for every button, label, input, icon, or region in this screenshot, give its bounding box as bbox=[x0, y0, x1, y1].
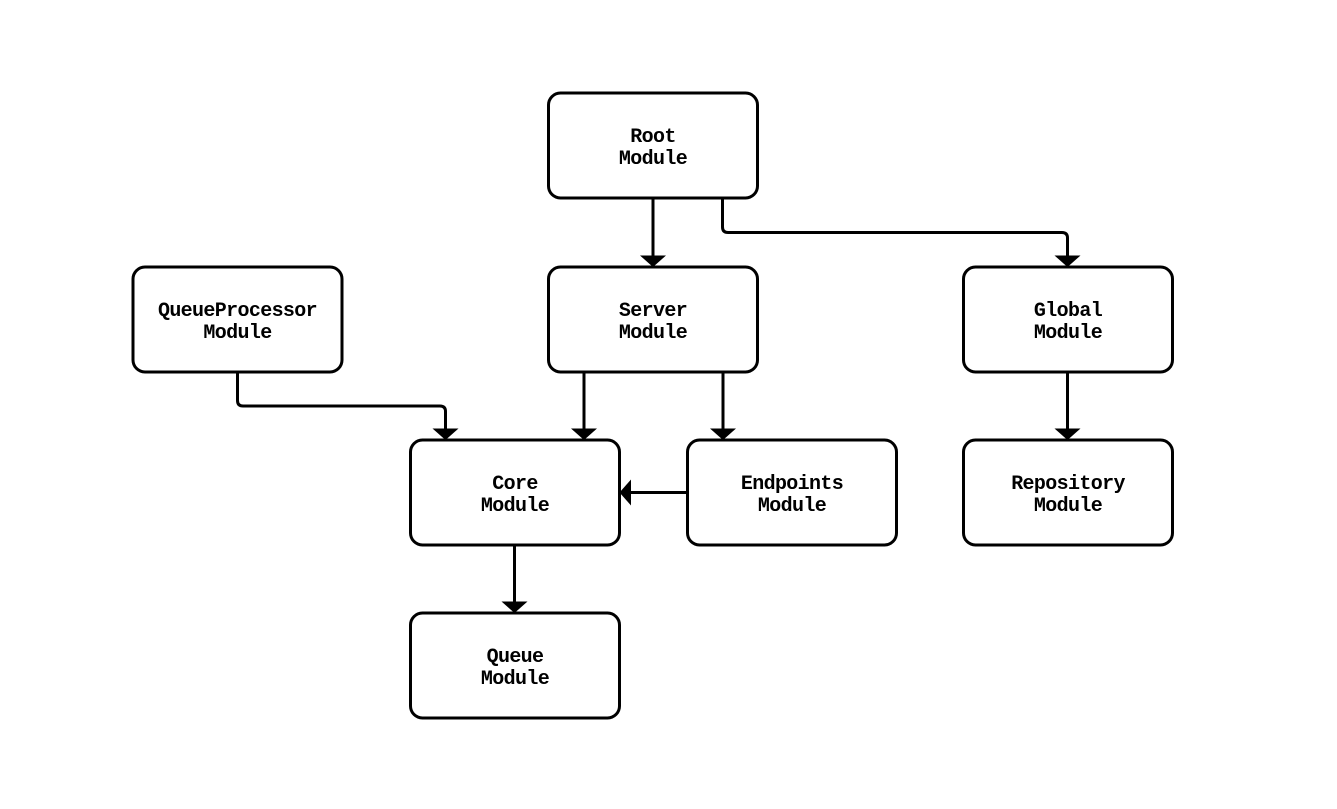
svg-text:Root: Root bbox=[630, 126, 675, 149]
svg-text:Module: Module bbox=[619, 148, 688, 171]
svg-text:Module: Module bbox=[758, 495, 827, 518]
svg-text:Module: Module bbox=[1034, 495, 1103, 518]
svg-text:Core: Core bbox=[492, 473, 538, 496]
svg-text:Module: Module bbox=[203, 322, 272, 345]
svg-text:Repository: Repository bbox=[1011, 473, 1125, 496]
svg-text:Module: Module bbox=[481, 495, 550, 518]
svg-text:Server: Server bbox=[619, 300, 687, 323]
svg-text:Module: Module bbox=[481, 668, 550, 691]
svg-text:Endpoints: Endpoints bbox=[741, 473, 843, 496]
svg-text:Module: Module bbox=[1034, 322, 1103, 345]
svg-text:Module: Module bbox=[619, 322, 688, 345]
svg-text:Queue: Queue bbox=[487, 646, 544, 669]
svg-text:Global: Global bbox=[1034, 300, 1103, 323]
svg-text:QueueProcessor: QueueProcessor bbox=[158, 300, 317, 323]
